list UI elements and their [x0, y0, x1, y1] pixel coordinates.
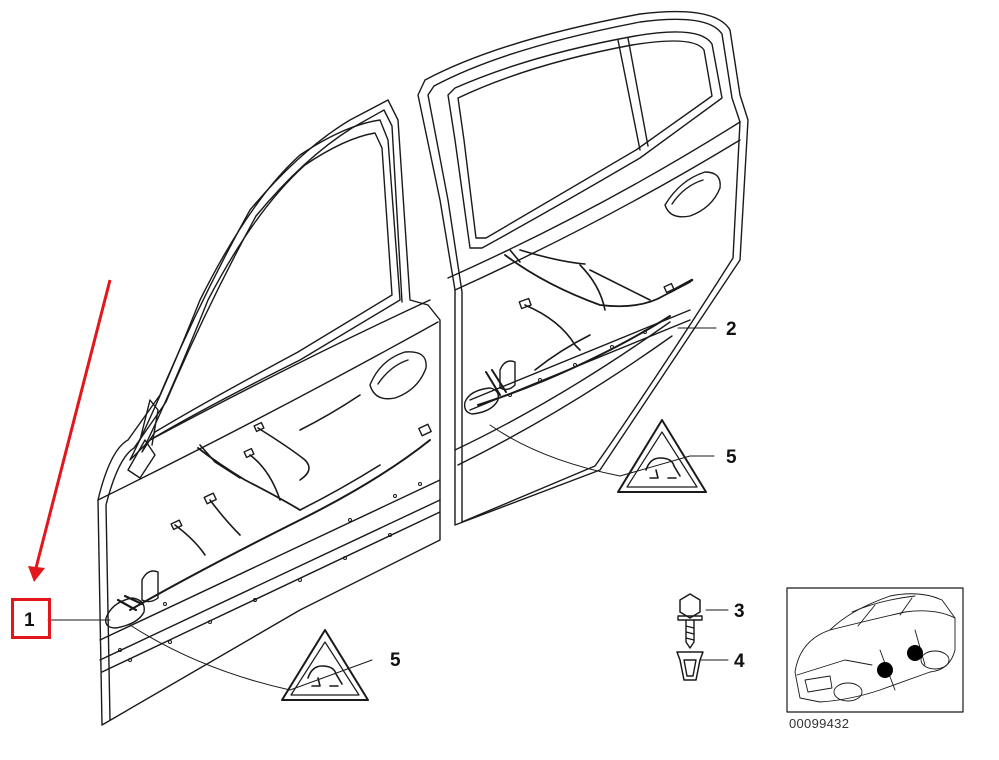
callout-2: 2 [726, 319, 737, 340]
callout-4: 4 [734, 651, 745, 672]
bolt-icon [677, 593, 703, 649]
highlight-arrow [28, 279, 112, 582]
diagram-part-number: 00099432 [789, 716, 850, 731]
callout-3: 3 [734, 601, 745, 622]
callout-5-rear: 5 [726, 447, 737, 468]
leader-5-front [129, 624, 373, 691]
marker-front-door [877, 662, 893, 678]
front-door [97, 99, 441, 726]
clip-nut-icon [676, 651, 704, 681]
marker-rear-door [907, 645, 923, 661]
car-thumbnail [786, 587, 964, 713]
warning-triangle-front [281, 629, 369, 701]
rear-door [417, 10, 749, 526]
callout-1-highlight-box [11, 598, 51, 639]
leader-5-rear [489, 424, 715, 477]
callout-1: 1 [24, 610, 35, 631]
warning-triangle-rear [617, 419, 707, 493]
leader-lines [47, 327, 729, 691]
callout-5-front: 5 [390, 650, 401, 671]
